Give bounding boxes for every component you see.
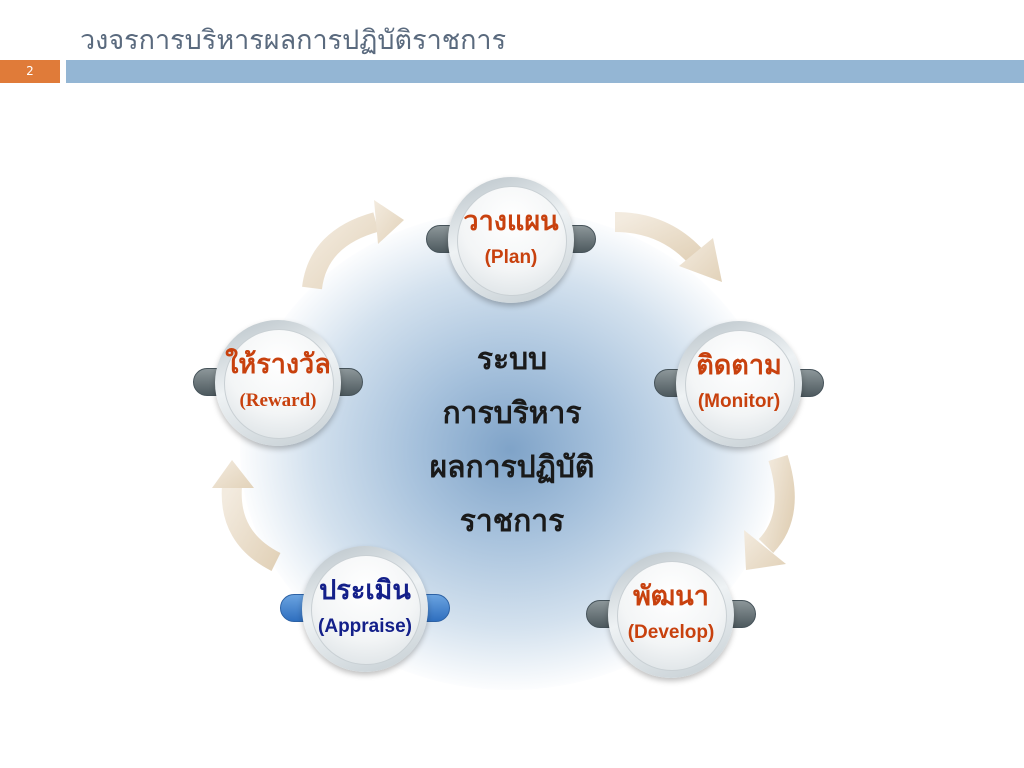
node-develop: พัฒนา (Develop) (586, 552, 756, 680)
node-reward: ให้รางวัล (Reward) (193, 320, 363, 448)
node-reward-english-label: (Reward) (239, 390, 317, 411)
node-plan: วางแผน (Plan) (426, 177, 596, 305)
center-line-1: ระบบ (476, 342, 548, 377)
node-appraise: ประเมิน (Appraise) (280, 546, 450, 674)
node-plan-english-label: (Plan) (484, 247, 538, 268)
node-develop-english-label: (Develop) (627, 622, 715, 643)
arrow-appraise-to-reward (212, 460, 281, 571)
node-develop-thai-label: พัฒนา (633, 581, 709, 612)
node-plan-thai-label: วางแผน (463, 206, 559, 237)
header-bar (66, 60, 1024, 83)
arrow-reward-to-plan (302, 200, 404, 290)
slide-title: วงจรการบริหารผลการปฏิบัติราชการ (80, 25, 507, 56)
arrow-monitor-to-develop (744, 454, 795, 570)
node-monitor: ติดตาม (Monitor) (654, 321, 824, 449)
center-line-4: ราชการ (459, 504, 565, 539)
node-appraise-thai-label: ประเมิน (319, 575, 411, 606)
arrow-plan-to-monitor (614, 212, 722, 282)
center-line-2: การบริหาร (442, 396, 582, 431)
node-monitor-english-label: (Monitor) (697, 391, 781, 412)
node-reward-thai-label: ให้รางวัล (225, 349, 331, 380)
node-monitor-thai-label: ติดตาม (696, 350, 782, 381)
center-line-3: ผลการปฏิบัติ (429, 450, 595, 485)
page-number-badge: 2 (0, 60, 60, 83)
center-label: ระบบ การบริหาร ผลการปฏิบัติ ราชการ (362, 333, 662, 549)
node-appraise-english-label: (Appraise) (318, 616, 412, 637)
